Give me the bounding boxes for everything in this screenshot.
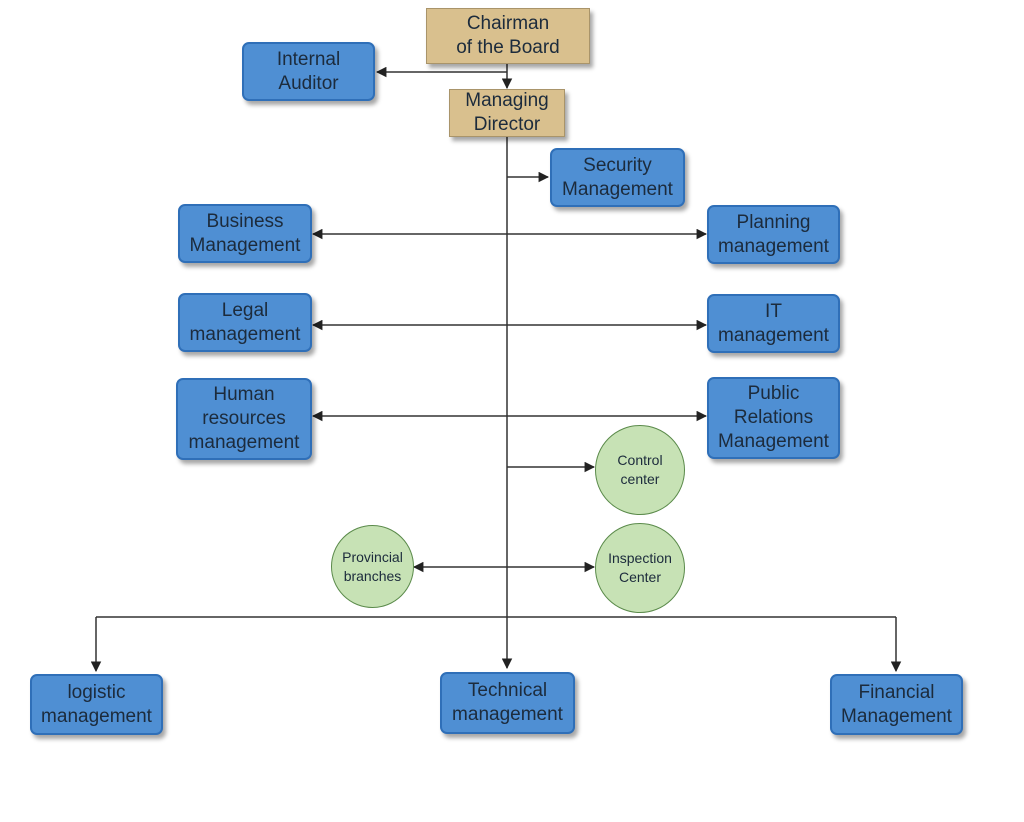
it-management-box: IT management [707, 294, 840, 353]
financial-management-box: Financial Management [830, 674, 963, 735]
logistic-management-box: logistic management [30, 674, 163, 735]
inspection-center-circle: Inspection Center [595, 523, 685, 613]
chairman-box: Chairman of the Board [426, 8, 590, 64]
managing-director-box: Managing Director [449, 89, 565, 137]
public-relations-box: Public Relations Management [707, 377, 840, 459]
provincial-branches-circle: Provincial branches [331, 525, 414, 608]
internal-auditor-box: Internal Auditor [242, 42, 375, 101]
control-center-circle: Control center [595, 425, 685, 515]
technical-management-box: Technical management [440, 672, 575, 734]
business-management-box: Business Management [178, 204, 312, 263]
hr-management-box: Human resources management [176, 378, 312, 460]
security-management-box: Security Management [550, 148, 685, 207]
planning-management-box: Planning management [707, 205, 840, 264]
legal-management-box: Legal management [178, 293, 312, 352]
